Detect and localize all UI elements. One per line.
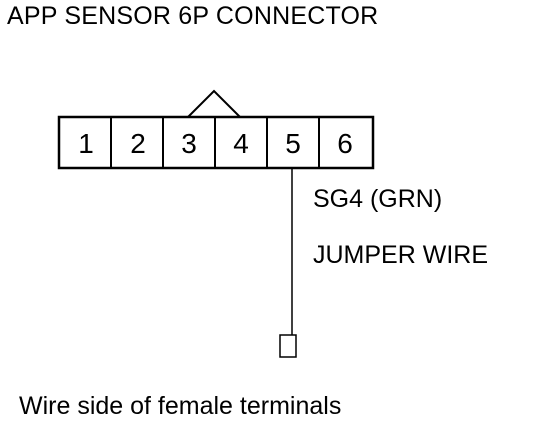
pin-numbers: 1 2 3 4 5 6 <box>78 128 353 159</box>
pin-dividers <box>110 117 320 168</box>
pin-1: 1 <box>78 128 94 159</box>
pin-3: 3 <box>181 128 197 159</box>
pin-4: 4 <box>233 128 249 159</box>
pin-2: 2 <box>130 128 146 159</box>
diagram-caption: Wire side of female terminals <box>19 392 342 420</box>
connector-lock-tab <box>187 89 241 118</box>
pin-6: 6 <box>337 128 353 159</box>
pin-5: 5 <box>285 128 301 159</box>
jumper-wire-terminal <box>279 334 297 358</box>
jumper-wire-label: JUMPER WIRE <box>313 241 488 269</box>
diagram-title: APP SENSOR 6P CONNECTOR <box>7 2 379 30</box>
sg4-wire-label: SG4 (GRN) <box>313 185 443 213</box>
